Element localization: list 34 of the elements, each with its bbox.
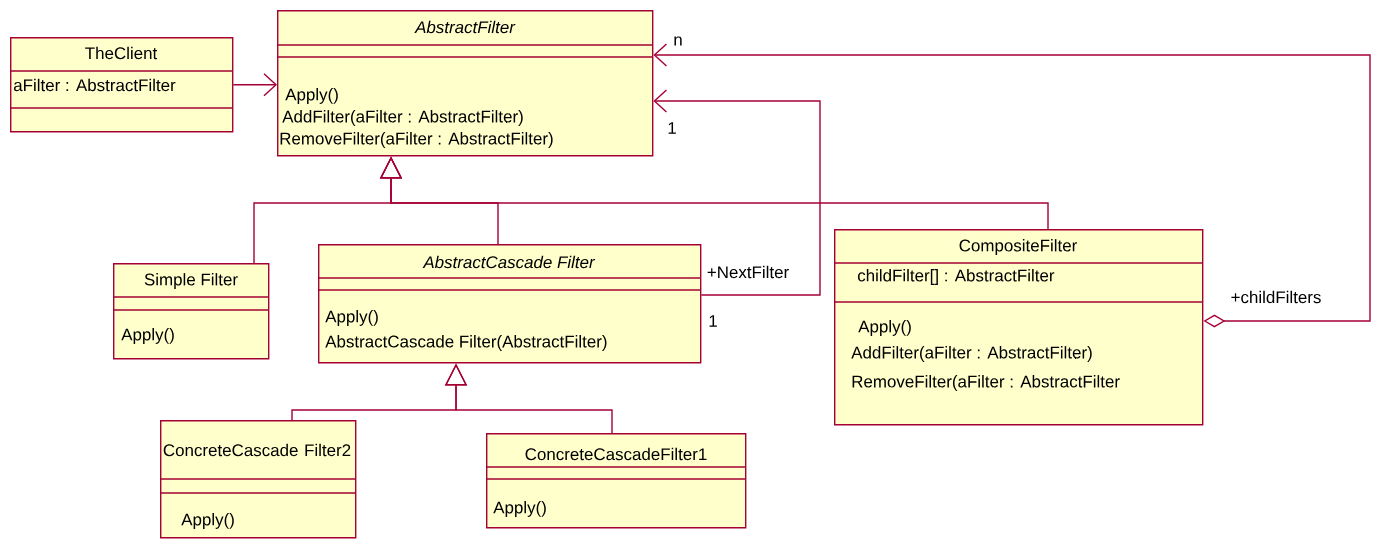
- class-box: [485, 433, 747, 529]
- class-box: [9, 37, 234, 133]
- member-text: AddFilter(aFilter : AbstractFilter): [282, 110, 523, 126]
- class-box: [833, 229, 1204, 426]
- multiplicity-label: n: [674, 36, 682, 46]
- class-box: [276, 10, 654, 157]
- aggregation-arrow: [653, 43, 1371, 328]
- member-text: AddFilter(aFilter : AbstractFilter): [851, 346, 1092, 362]
- class-name: Simple Filter: [144, 273, 238, 289]
- association-arrow: [232, 73, 277, 97]
- member-text: Apply(): [858, 320, 911, 336]
- class-name: ConcreteCascadeFilter1: [525, 447, 707, 461]
- class-name: CompositeFilter: [959, 239, 1077, 255]
- member-text: RemoveFilter(aFilter : AbstractFilter): [280, 132, 553, 148]
- member-text: Apply(): [121, 328, 174, 344]
- class-name: TheClient: [85, 46, 158, 60]
- class-name: AbstractCascade Filter: [422, 255, 596, 269]
- member-text: RemoveFilter(aFilter : AbstractFilter: [852, 375, 1120, 391]
- multiplicity-label: 1: [668, 122, 676, 134]
- member-text: aFilter : AbstractFilter: [13, 78, 176, 92]
- edge-label: +childFilters: [1229, 289, 1323, 305]
- association-arrow: [653, 89, 821, 296]
- member-text: AbstractCascade Filter(AbstractFilter): [325, 335, 607, 351]
- member-text: Apply(): [181, 513, 234, 529]
- class-box: [317, 244, 702, 364]
- class-box: [112, 263, 270, 360]
- class-box: [159, 420, 357, 539]
- member-text: Apply(): [325, 310, 378, 326]
- member-text: Apply(): [285, 88, 338, 104]
- edge-label: +NextFilter: [705, 264, 791, 280]
- class-name: ConcreteCascade Filter2: [163, 443, 351, 457]
- class-name: AbstractFilter: [414, 20, 516, 34]
- member-text: childFilter[] : AbstractFilter: [857, 269, 1055, 285]
- member-text: Apply(): [493, 501, 546, 517]
